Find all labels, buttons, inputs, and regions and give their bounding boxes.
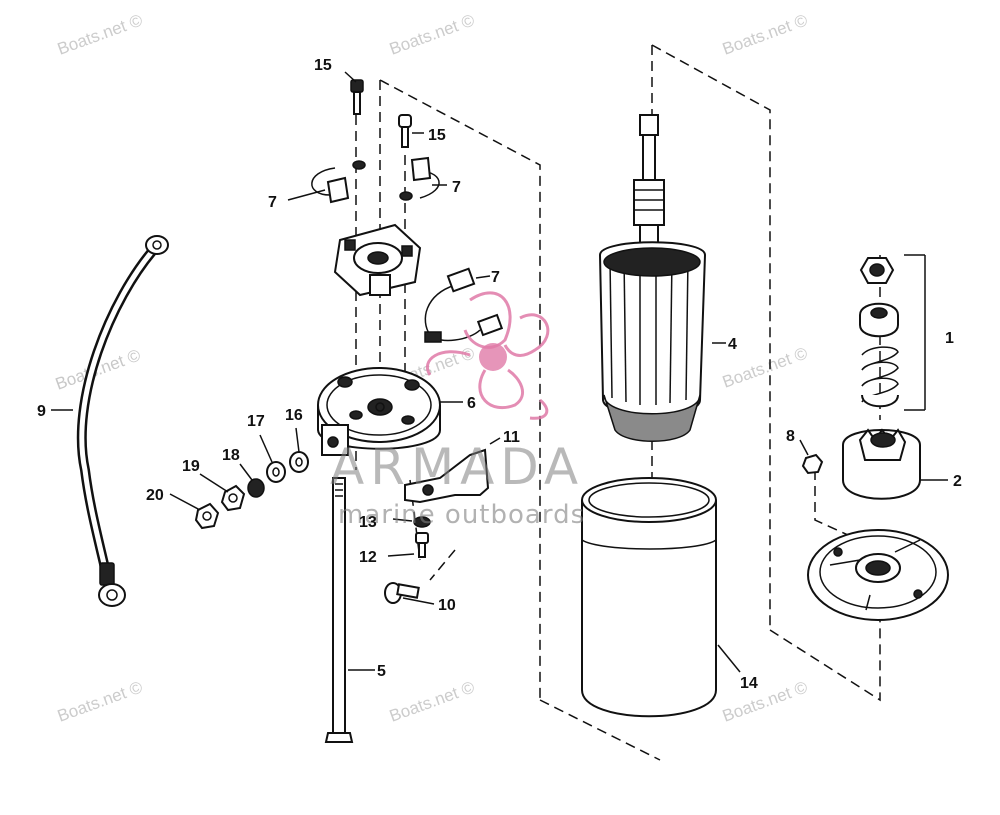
callout-8: 8 bbox=[786, 428, 795, 445]
armature bbox=[598, 114, 707, 442]
callout-10: 10 bbox=[438, 597, 456, 614]
propeller-hub-icon bbox=[479, 343, 507, 371]
callout-14: 14 bbox=[740, 675, 758, 692]
watermark-text: Boats.net © bbox=[720, 677, 811, 725]
callout-1: 1 bbox=[945, 330, 954, 347]
armada-logo: ARMADA marine outboards bbox=[330, 291, 585, 530]
leader-lines bbox=[51, 71, 948, 673]
screw-10 bbox=[384, 582, 420, 604]
callout-11: 11 bbox=[503, 429, 520, 446]
callout-13: 13 bbox=[359, 514, 377, 531]
drive-end-cap bbox=[807, 529, 949, 621]
drive-pinion bbox=[842, 428, 921, 500]
thru-bolt bbox=[324, 477, 354, 743]
callout-6: 6 bbox=[467, 395, 476, 412]
callout-19: 19 bbox=[182, 458, 200, 475]
bolt-15-right bbox=[398, 114, 412, 148]
callout-16: 16 bbox=[285, 407, 303, 424]
callout-7: 7 bbox=[452, 179, 461, 196]
screw-12 bbox=[413, 516, 431, 558]
callout-15: 15 bbox=[428, 127, 446, 144]
callout-7: 7 bbox=[268, 194, 277, 211]
propeller-icon bbox=[426, 291, 550, 420]
callout-17: 17 bbox=[247, 413, 265, 430]
watermark-text: Boats.net © bbox=[55, 10, 146, 58]
callout-5: 5 bbox=[377, 663, 386, 680]
drive-kit-1 bbox=[859, 257, 899, 408]
end-cap bbox=[317, 367, 441, 456]
watermark-text: Boats.net © bbox=[720, 10, 811, 58]
brand-tagline: marine outboards bbox=[338, 500, 585, 530]
callout-9: 9 bbox=[37, 403, 46, 420]
brush-lead-wire bbox=[424, 267, 504, 343]
terminal-hardware bbox=[194, 451, 309, 530]
bolt-15-left bbox=[350, 79, 364, 115]
battery-cable bbox=[76, 235, 169, 607]
callout-4: 4 bbox=[728, 336, 737, 353]
motor-frame bbox=[581, 477, 717, 718]
brand-name: ARMADA bbox=[330, 438, 584, 496]
callout-18: 18 bbox=[222, 447, 240, 464]
brush-holder-plate bbox=[333, 223, 422, 297]
callout-12: 12 bbox=[359, 549, 377, 566]
callouts: 15 15 7 7 7 4 6 9 1 11 17 16 18 19 20 8 … bbox=[37, 57, 962, 692]
callout-2: 2 bbox=[953, 473, 962, 490]
brush-spring-ring bbox=[311, 156, 440, 204]
callout-15: 15 bbox=[314, 57, 332, 74]
callout-7: 7 bbox=[491, 269, 500, 286]
mounting-bracket bbox=[404, 448, 490, 504]
callout-20: 20 bbox=[146, 487, 164, 504]
nut-8 bbox=[801, 453, 824, 475]
watermark-text: Boats.net © bbox=[55, 677, 146, 725]
watermark-text: Boats.net © bbox=[387, 10, 478, 58]
watermark-text: Boats.net © bbox=[387, 677, 478, 725]
